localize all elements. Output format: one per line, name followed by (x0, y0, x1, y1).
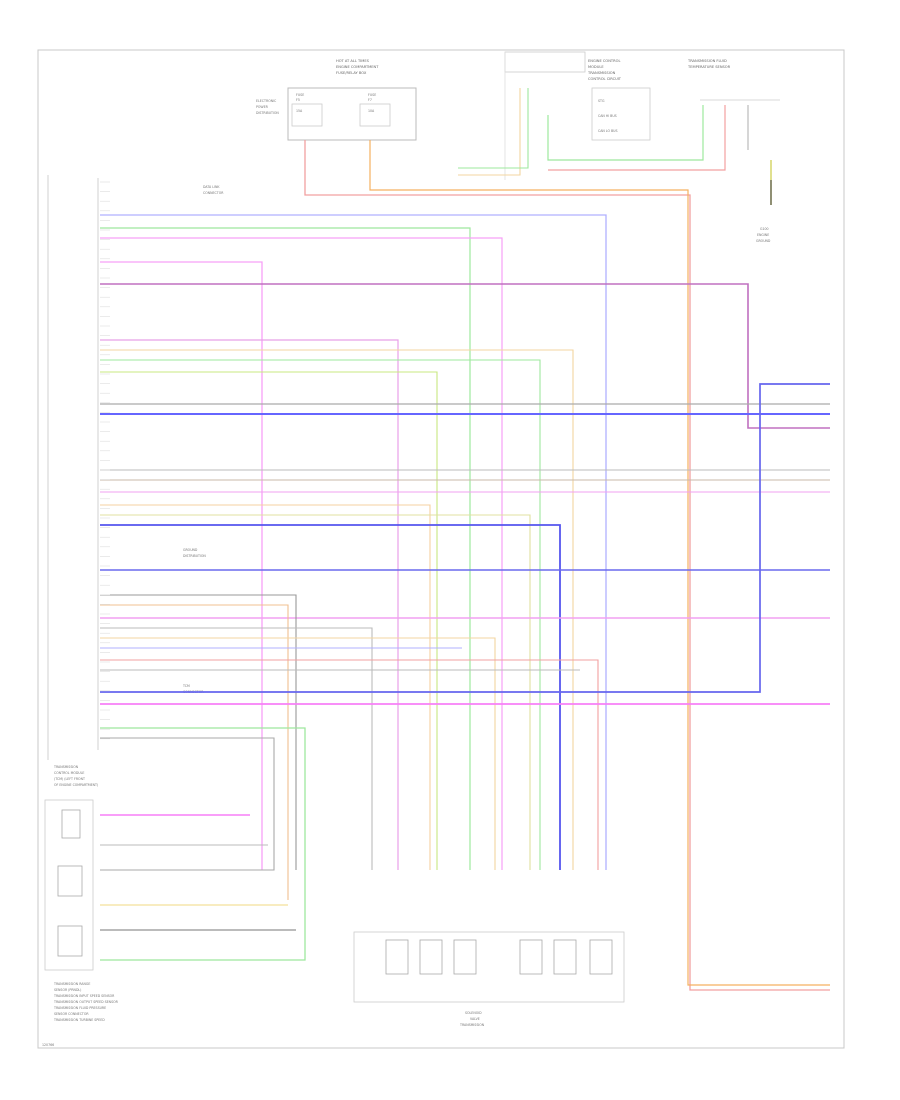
wire-10 (100, 359, 541, 870)
fuse-right-3: 10A (368, 109, 375, 113)
tcm-label-1: TRANSMISSION (53, 765, 79, 769)
bl-note-3: TRANSMISSION INPUT SPEED SENSOR (53, 994, 115, 998)
solenoid-label-1: SOLENOID (465, 1011, 482, 1015)
wire-1 (304, 140, 830, 991)
wire-4 (100, 227, 471, 870)
fuse-box: HOT AT ALL TIMES ENGINE COMPARTMENT FUSE… (256, 59, 417, 141)
fuse-left-1: FUSE (296, 93, 304, 97)
fuse-box-title-1: HOT AT ALL TIMES (336, 59, 370, 63)
bottom-left-notes: TRANSMISSION RANGE SENSOR (PRNDL) TRANSM… (53, 982, 119, 1022)
wire-8 (100, 339, 399, 870)
wire-24 (100, 627, 373, 870)
can-label-1: DATA LINK (203, 185, 220, 189)
left-notes: DATA LINK CONNECTOR GROUND DISTRIBUTION … (53, 185, 224, 787)
wire-22 (100, 594, 297, 870)
wire-layer (100, 88, 830, 991)
ecm-title-4: CONTROL CIRCUIT (588, 77, 622, 81)
tcm-label-3: (TCM) (LEFT FRONT (54, 777, 85, 781)
ecm-title-3: TRANSMISSION (587, 71, 616, 75)
wire-9 (100, 349, 574, 870)
wire-3 (100, 214, 607, 870)
bl-note-2: SENSOR (PRNDL) (54, 988, 81, 992)
bl-note-6: SENSOR CONNECTOR (54, 1012, 89, 1016)
sensor-title-1: TRANSMISSION FLUID (687, 59, 727, 63)
fuse-side-note-3: DISTRIBUTION (256, 111, 279, 115)
ground-label-1: G100 (760, 227, 769, 231)
bl-note-1: TRANSMISSION RANGE (53, 982, 90, 986)
wire-19 (100, 524, 561, 870)
sensor-block: TRANSMISSION FLUID TEMPERATURE SENSOR (687, 59, 780, 101)
bl-note-5: TRANSMISSION FLUID PRESSURE (53, 1006, 106, 1010)
diagram-frame (37, 49, 845, 1049)
can-label-2-1: TCM (182, 684, 190, 688)
sensor-title-2: TEMPERATURE SENSOR (687, 65, 731, 69)
tcm-connector (47, 175, 99, 760)
ecm-item-2: CAN HI BUS (598, 114, 617, 118)
wire-25 (100, 637, 496, 870)
wire-11 (100, 371, 438, 870)
bl-note-7: TRANSMISSION TURBINE SPEED (53, 1018, 105, 1022)
wire-38 (548, 105, 726, 171)
ecm-block: ENGINE CONTROL MODULE TRANSMISSION CONTR… (504, 51, 651, 180)
wire-6 (100, 261, 263, 870)
wire-31 (100, 727, 306, 961)
bl-note-4: TRANSMISSION OUTPUT SPEED SENSOR (53, 1000, 119, 1004)
ecm-item-3: CAN LO BUS (598, 129, 618, 133)
ground-symbol: G100 ENGINE GROUND (756, 160, 772, 243)
ground-label-3: GROUND (756, 239, 771, 243)
ground-label-2: ENGINE (757, 233, 769, 237)
ecm-item-1: STG (598, 99, 605, 103)
can-label-2: CONNECTOR (203, 191, 224, 195)
wire-27 (100, 659, 599, 870)
solenoid-label-3: TRANSMISSION (459, 1023, 485, 1027)
solenoid-block: SOLENOID VALVE TRANSMISSION (353, 931, 625, 1027)
wire-29 (100, 383, 830, 693)
ecm-title-1: ENGINE CONTROL (588, 59, 620, 63)
tcm-label-4: OF ENGINE COMPARTMENT) (54, 783, 98, 787)
fuse-box-title-2: ENGINE COMPARTMENT (336, 65, 379, 69)
wire-37 (547, 105, 704, 161)
tcm-label-2: CONTROL MODULE (54, 771, 84, 775)
ground-dist-2: DISTRIBUTION (183, 554, 206, 558)
fuse-left-2: F5 (296, 98, 300, 102)
wire-2 (369, 140, 830, 986)
fuse-right-2: F7 (368, 98, 372, 102)
wire-7 (100, 283, 830, 429)
wire-41 (458, 88, 529, 169)
fuse-left-3: 15A (296, 109, 303, 113)
range-sensor-components (44, 799, 94, 971)
wire-5 (100, 237, 503, 870)
footer-code: 120766 (42, 1043, 54, 1047)
wire-32 (100, 737, 275, 871)
fuse-box-title-3: FUSE/RELAY BOX (336, 71, 367, 75)
wire-23 (100, 604, 289, 900)
fuse-side-note-2: POWER (256, 105, 269, 109)
ground-dist-1: GROUND (183, 548, 198, 552)
solenoid-label-2: VALVE (470, 1017, 480, 1021)
fuse-side-note-1: ELECTRONIC (256, 99, 277, 103)
wire-40 (458, 88, 521, 176)
ecm-title-2: MODULE (588, 65, 604, 69)
fuse-right-1: FUSE (368, 93, 376, 97)
wire-17 (100, 504, 431, 870)
wire-18 (100, 514, 531, 870)
